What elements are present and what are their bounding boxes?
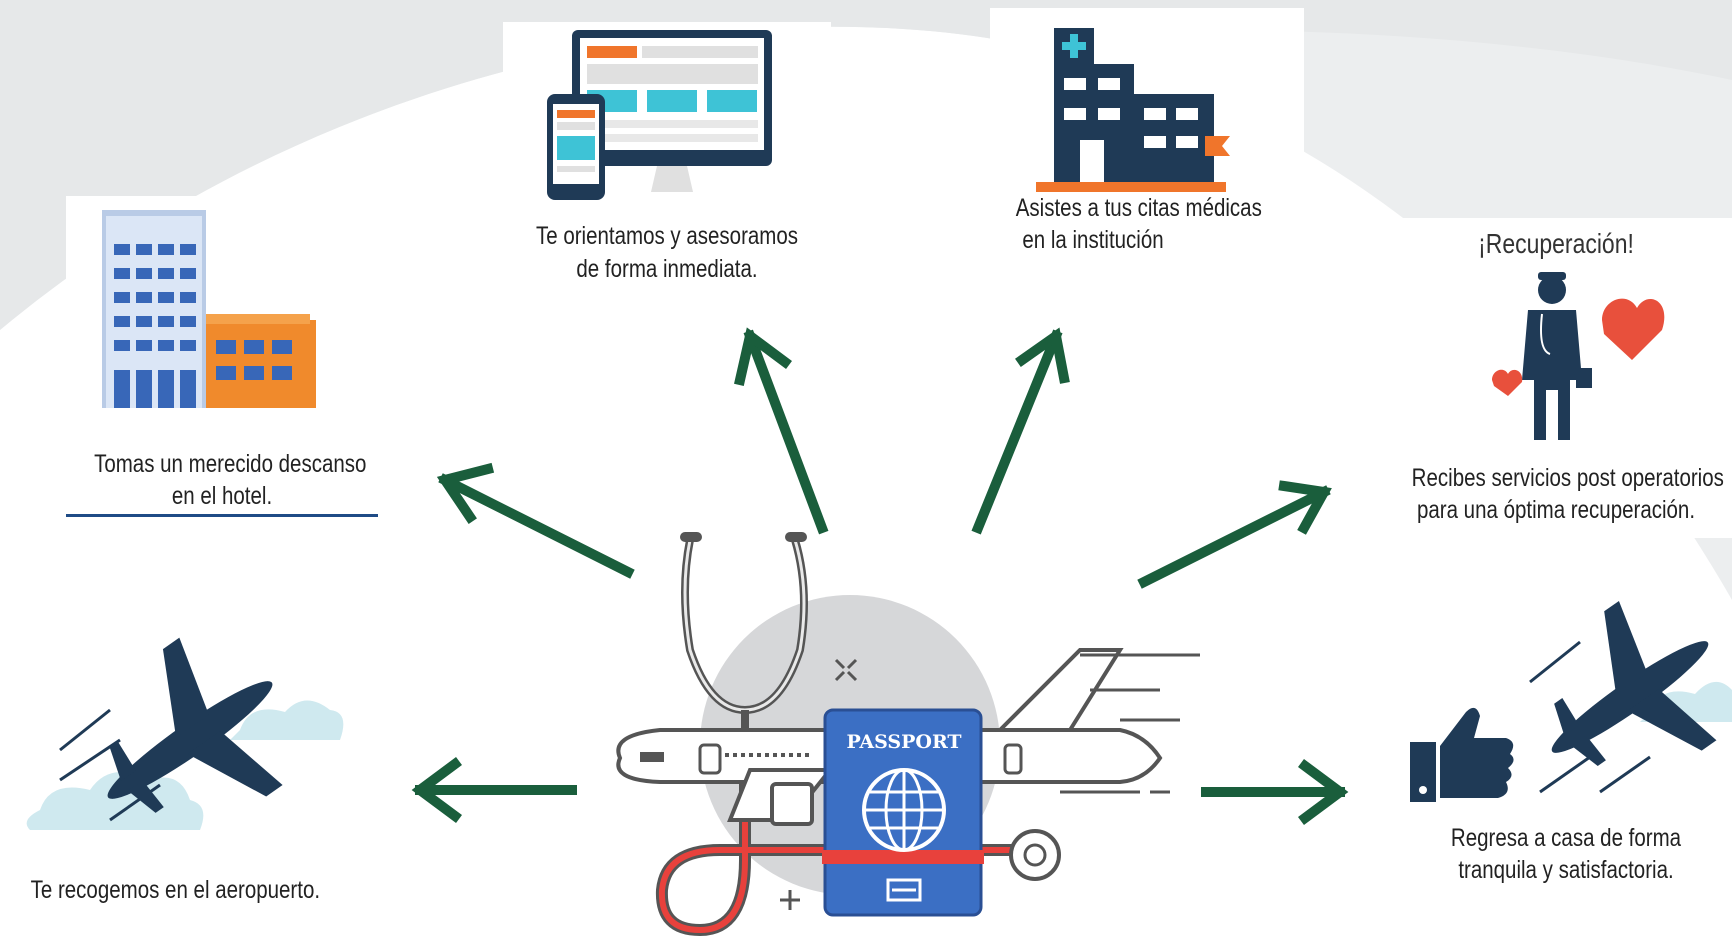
passport-label: PASSPORT (846, 731, 961, 753)
hotel-caption-line1: Tomas un merecido descanso (94, 450, 367, 478)
airplane-icon (26, 637, 344, 830)
airplane-icon (1529, 600, 1732, 794)
return-caption-line2: tranquila y satisfactoria. (1458, 856, 1674, 884)
airport-caption: Te recogemos en el aeropuerto. (30, 876, 321, 904)
devices-icon (547, 30, 772, 200)
center-illustration: PASSPORT (616, 532, 1200, 937)
appointments-caption-line2: en la institución (1022, 226, 1164, 254)
arrow-to-hotel (436, 462, 635, 579)
arrow-to-recovery (1137, 480, 1332, 589)
hotel-icon (102, 210, 316, 408)
return-card: Regresa a casa de forma tranquila y sati… (1400, 600, 1732, 902)
recovery-title: ¡Recuperación! (1478, 228, 1634, 259)
hotel-card-underline (66, 514, 378, 517)
guidance-card: Te orientamos y asesoramos de forma inme… (503, 22, 831, 292)
guidance-caption-line1: Te orientamos y asesoramos (535, 222, 799, 250)
hotel-caption-line2: en el hotel. (171, 482, 273, 510)
guidance-caption-line2: de forma inmediata. (576, 255, 758, 283)
appointments-caption-line1: Asistes a tus citas médicas (1015, 194, 1262, 222)
recovery-caption-line1: Recibes servicios post operatorios (1411, 464, 1724, 492)
return-caption-line1: Regresa a casa de forma (1450, 824, 1682, 852)
doctor-hearts-icon (1492, 272, 1665, 440)
arrow-to-airport (411, 757, 577, 823)
recovery-card: ¡Recuperación! Recibes servicios post op… (1380, 218, 1732, 538)
thumbs-up-icon (1410, 707, 1514, 802)
arrow-to-guidance (734, 327, 829, 535)
hotel-card: Tomas un merecido descanso en el hotel. (66, 196, 378, 518)
arrow-to-appointments (971, 327, 1070, 535)
stethoscope-icon (655, 532, 1061, 937)
arrow-to-return (1201, 759, 1349, 825)
passport-icon (822, 708, 984, 917)
appointments-card: Asistes a tus citas médicas en la instit… (990, 8, 1304, 266)
recovery-caption-line2: para una óptima recuperación. (1416, 496, 1696, 524)
hospital-icon (1036, 28, 1230, 192)
